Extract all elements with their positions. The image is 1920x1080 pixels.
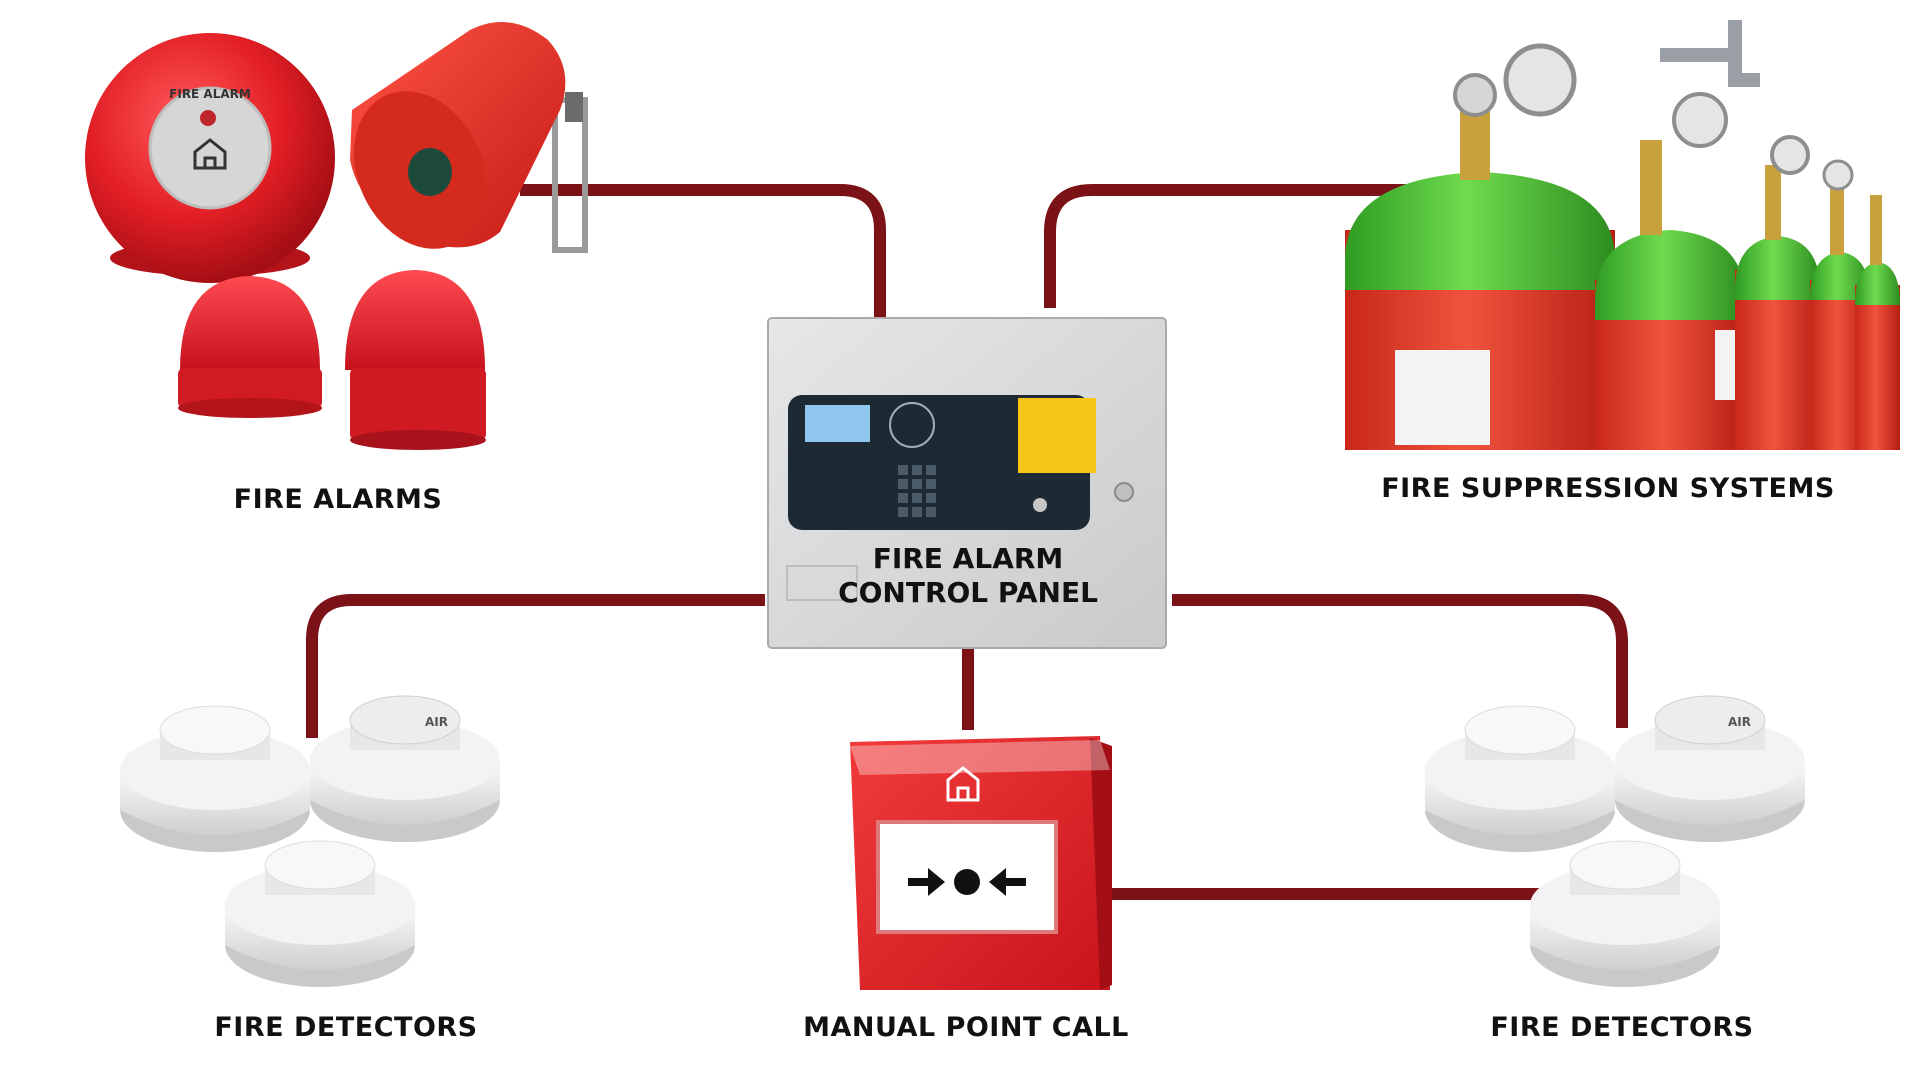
fire-detectors-right-group: AIR [1425,695,1805,987]
detector-mark: AIR [1728,715,1751,729]
detector-mark: AIR [425,715,448,729]
house-fire-icon [946,766,980,802]
smoke-detector-icon [225,840,415,987]
control-panel [767,317,1167,649]
alarm-bell-icon: FIRE ALARM [85,33,335,283]
label-fire-detectors-left: FIRE DETECTORS [214,1012,478,1043]
call-point-icon [850,736,1112,990]
label-fire-detectors-right: FIRE DETECTORS [1490,1012,1754,1043]
label-control-panel-line1: FIRE ALARM [872,542,1064,575]
bell-label: FIRE ALARM [169,87,251,101]
smoke-detector-icon [1530,840,1720,987]
label-control-panel-line2: CONTROL PANEL [838,576,1098,609]
smoke-detector-icon: AIR [1615,695,1805,842]
label-fire-alarms: FIRE ALARMS [233,484,443,515]
fire-suppression-group [1345,20,1900,450]
smoke-detector-icon [120,705,310,852]
horn-sounder-icon [350,22,588,253]
gas-cylinder-icon [1735,135,1820,450]
beacon-icon [345,270,486,450]
connector-detectors-left [306,594,765,738]
smoke-detector-icon [1425,705,1615,852]
fire-alarms-group: FIRE ALARM [85,22,588,450]
connector-suppression [1044,184,1450,308]
gas-cylinder-icon [1855,195,1900,450]
connector-alarms [520,184,886,320]
fire-detectors-left-group: AIR [120,695,500,987]
label-manual-point-call: MANUAL POINT CALL [803,1012,1129,1043]
label-control-panel: FIRE ALARM CONTROL PANEL [838,542,1098,610]
label-fire-suppression: FIRE SUPPRESSION SYSTEMS [1381,473,1835,504]
connector-lines [306,184,1628,900]
beacon-icon [178,276,322,418]
house-fire-icon [193,138,227,170]
smoke-detector-icon: AIR [310,695,500,842]
connector-detectors-right [1172,594,1628,728]
